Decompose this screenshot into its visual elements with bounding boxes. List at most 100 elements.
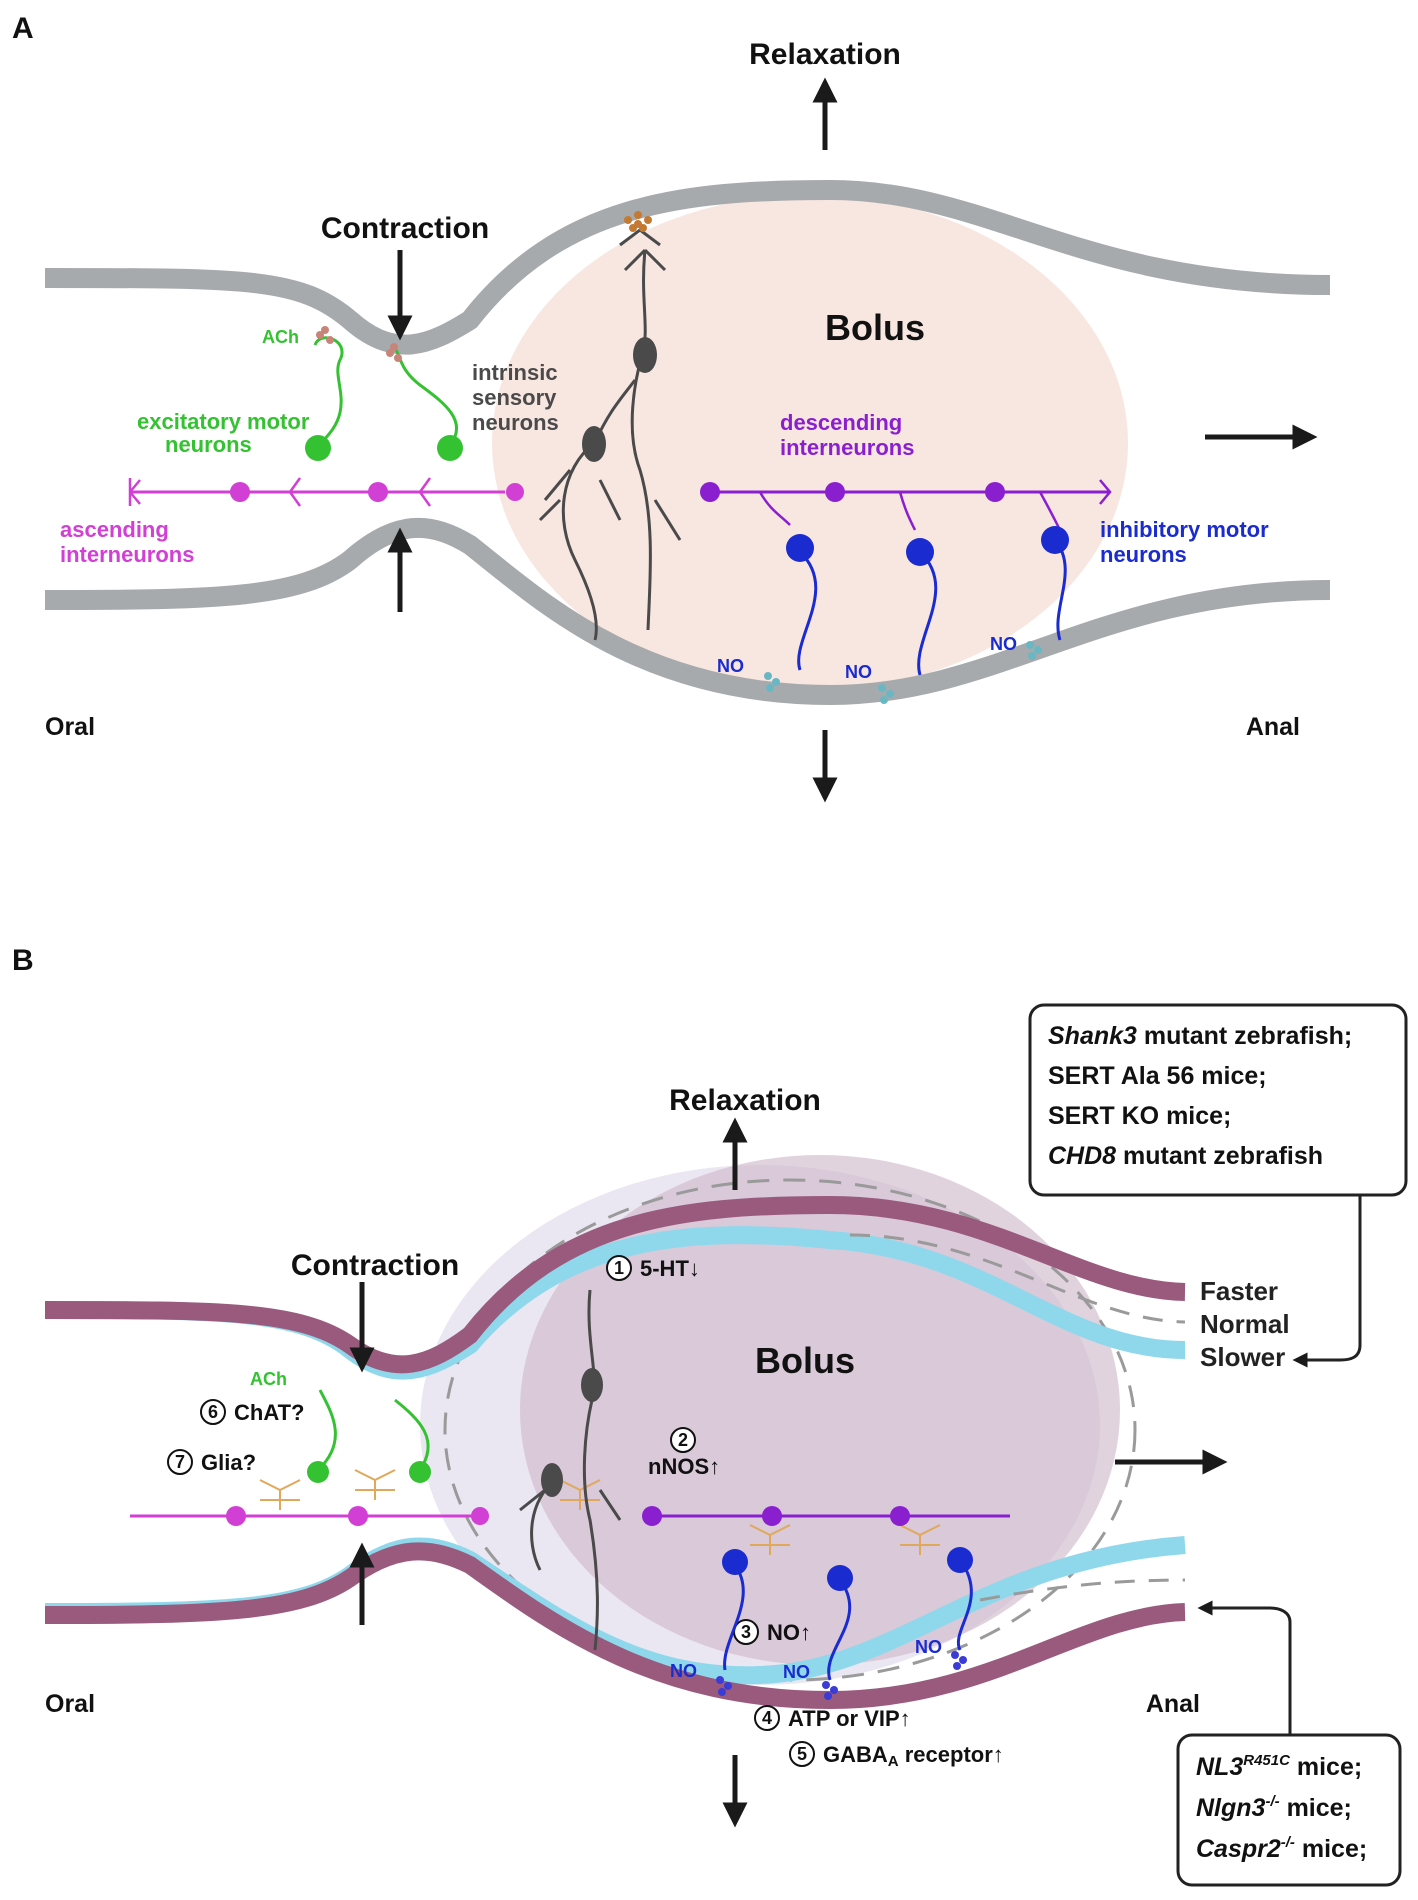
- ascending-label-1-a: ascending: [60, 517, 169, 542]
- no-label-3-b: NO: [915, 1637, 942, 1657]
- no-vesicles-b: [716, 1651, 967, 1700]
- ascending-dendrites-a: [128, 477, 432, 507]
- gut-wall-normal-top-b: [849, 1233, 1186, 1324]
- box-bottom-gene-1: NL3: [1196, 1753, 1243, 1781]
- no-label-3-a: NO: [990, 634, 1017, 654]
- step-4-text: ATP or VIP↑: [788, 1706, 911, 1731]
- step-3-number: 3: [741, 1622, 751, 1642]
- panel-b-label: B: [12, 944, 34, 977]
- excitatory-motor-neurons-a: [313, 336, 458, 447]
- speed-faster-label: Faster: [1200, 1276, 1278, 1306]
- bolus-label-a: Bolus: [825, 307, 925, 348]
- oral-label-a: Oral: [45, 713, 95, 741]
- relaxation-label-a: Relaxation: [749, 38, 901, 71]
- gut-wall-top-a: [44, 179, 1331, 355]
- step-5: 5 GABAA receptor↑: [789, 1741, 1004, 1770]
- excitatory-motor-neurons-b: [316, 1389, 430, 1472]
- gut-wall-faster-top-b: [44, 1195, 1186, 1374]
- step-7-number: 7: [175, 1452, 185, 1472]
- speed-slower-label: Slower: [1200, 1342, 1285, 1372]
- step-4-number: 4: [762, 1708, 772, 1728]
- box-top-gene-4: CHD8: [1048, 1142, 1116, 1170]
- box-bottom-line-2: Nlgn3-/- mice;: [1196, 1793, 1352, 1822]
- ascending-label-2-a: interneurons: [60, 542, 194, 567]
- step-7-text: Glia?: [201, 1450, 256, 1475]
- box-top-rest-1: mutant zebrafish;: [1137, 1022, 1352, 1050]
- inhibitory-soma-b: [722, 1547, 973, 1591]
- step-5-post: receptor↑: [899, 1742, 1004, 1767]
- box-bottom-gene-2: Nlgn3: [1196, 1794, 1266, 1822]
- step-2-text: nNOS↑: [648, 1454, 720, 1479]
- inhibitory-motor-neurons-b: [723, 1559, 973, 1681]
- bolus-label-b: Bolus: [755, 1340, 855, 1381]
- step-5-number: 5: [797, 1744, 807, 1764]
- ach-vesicles-a: [316, 326, 402, 362]
- ascending-neuron-a: [230, 482, 524, 502]
- box-top-gene-1: Shank3: [1048, 1022, 1137, 1050]
- box-top-line-1: Shank3 mutant zebrafish;: [1048, 1022, 1352, 1050]
- descending-soma-a: [700, 482, 1005, 502]
- relaxation-label-b: Relaxation: [669, 1084, 821, 1117]
- box-bottom-rest-1: mice;: [1290, 1753, 1362, 1781]
- descending-soma-b: [642, 1506, 910, 1526]
- box-bottom-sup-1: R451C: [1243, 1752, 1291, 1769]
- panel-b: B Relaxation Contraction Bolus Oral Anal…: [12, 944, 1408, 1887]
- speed-normal-label: Normal: [1200, 1309, 1290, 1339]
- no-label-2-b: NO: [783, 1662, 810, 1682]
- box-bottom-rest-2: mice;: [1280, 1794, 1352, 1822]
- box-bottom-rest-3: mice;: [1295, 1835, 1367, 1863]
- box-top-line-3: SERT KO mice;: [1048, 1102, 1231, 1130]
- descending-label-1-a: descending: [780, 410, 902, 435]
- descending-label-2-a: interneurons: [780, 435, 914, 460]
- no-label-2-a: NO: [845, 662, 872, 682]
- step-6: 6 ChAT?: [200, 1399, 304, 1425]
- no-vesicles-a: [764, 641, 1042, 704]
- ach-label-a: ACh: [262, 327, 299, 347]
- step-2-number: 2: [678, 1430, 688, 1450]
- step-4: 4 ATP or VIP↑: [754, 1705, 911, 1731]
- excitatory-soma-a: [305, 435, 463, 461]
- glia-b: [259, 1469, 941, 1555]
- sensory-neurons-b: [519, 1289, 622, 1651]
- inhibitory-label-1-a: inhibitory motor: [1100, 517, 1269, 542]
- anal-label-a: Anal: [1246, 713, 1300, 741]
- step-3: 3 NO↑: [733, 1619, 811, 1645]
- oral-label-b: Oral: [45, 1690, 95, 1718]
- excitatory-label-2-a: neurons: [165, 432, 252, 457]
- anal-label-b: Anal: [1146, 1690, 1200, 1718]
- excitatory-label-1-a: excitatory motor: [137, 409, 310, 434]
- step-1-text: 5-HT↓: [640, 1256, 700, 1281]
- box-top-rest-4: mutant zebrafish: [1116, 1142, 1323, 1170]
- descending-branches-a: [758, 479, 1112, 531]
- step-7: 7 Glia?: [167, 1449, 256, 1475]
- step-5-sub: A: [888, 1753, 899, 1770]
- model-box-faster: [1028, 1003, 1408, 1197]
- step-6-text: ChAT?: [234, 1400, 304, 1425]
- sensory-soma-b: [541, 1368, 603, 1497]
- box-bottom-line-1: NL3R451C mice;: [1196, 1752, 1362, 1781]
- box-bottom-sup-2: -/-: [1265, 1793, 1279, 1810]
- gut-wall-normal-bottom-b: [979, 1578, 1186, 1602]
- box-top-line-4: CHD8 mutant zebrafish: [1048, 1142, 1323, 1170]
- 5ht-vesicles-a: [624, 211, 652, 232]
- no-label-1-b: NO: [670, 1661, 697, 1681]
- gut-wall-bottom-a: [44, 517, 1331, 706]
- step-1: 1 5-HT↓: [606, 1255, 700, 1281]
- box-bottom-sup-3: -/-: [1281, 1834, 1295, 1851]
- box-bottom-connector: [1197, 1600, 1292, 1735]
- step-5-pre: GABA: [823, 1742, 888, 1767]
- inhibitory-label-2-a: neurons: [1100, 542, 1187, 567]
- box-top-line-2: SERT Ala 56 mice;: [1048, 1062, 1267, 1090]
- contraction-label-a: Contraction: [321, 212, 489, 245]
- step-3-text: NO↑: [767, 1620, 811, 1645]
- step-6-number: 6: [208, 1402, 218, 1422]
- step-2: 2 nNOS↑: [648, 1427, 720, 1479]
- panel-a: A Relaxation Contraction Bolus Oral Anal…: [12, 12, 1331, 803]
- excitatory-soma-b: [307, 1461, 431, 1483]
- step-5-text: GABAA receptor↑: [823, 1742, 1004, 1770]
- contraction-label-b: Contraction: [291, 1249, 459, 1282]
- sensory-label-3-a: neurons: [472, 410, 559, 435]
- sensory-soma-a: [582, 337, 657, 462]
- inhibitory-soma-a: [786, 526, 1069, 566]
